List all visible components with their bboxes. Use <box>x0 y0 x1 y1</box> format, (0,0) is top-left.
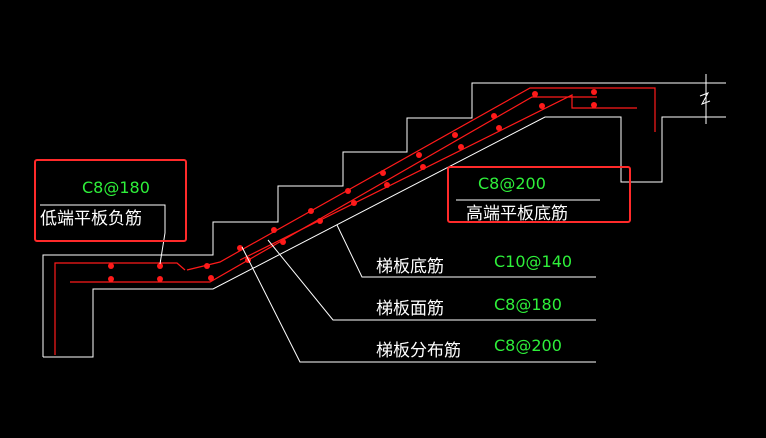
rebar-dot <box>237 245 243 251</box>
legend-name-bottom-rebar: 梯板底筋 <box>376 257 444 277</box>
stair-bottom-profile <box>43 116 700 358</box>
low-slab-highlight-box <box>34 159 187 242</box>
low-slab-name: 低端平板负筋 <box>40 209 142 229</box>
legend-spec-distribution-rebar: C8@200 <box>494 336 562 355</box>
stair-top-profile <box>42 82 700 357</box>
rebar-dot <box>280 239 286 245</box>
distribution-bars <box>108 89 597 282</box>
high-slab-highlight-box <box>447 166 631 223</box>
rebar-dot <box>591 89 597 95</box>
legend-spec-top-rebar: C8@180 <box>494 295 562 314</box>
high-slab-bottom-rebar <box>239 94 637 261</box>
rebar-dot <box>351 200 357 206</box>
legend-name-top-rebar: 梯板面筋 <box>376 299 444 319</box>
high-slab-name: 高端平板底筋 <box>466 204 568 224</box>
rebar-dot <box>458 144 464 150</box>
low-slab-spec: C8@180 <box>82 178 150 197</box>
slab-top-rebar <box>186 87 656 271</box>
leader-top-rebar <box>267 239 596 321</box>
low-slab-bottom-rebar <box>70 96 597 283</box>
legend-name-distribution-rebar: 梯板分布筋 <box>376 341 461 361</box>
rebar-dot <box>208 275 214 281</box>
rebar-dot <box>317 218 323 224</box>
stair-outline <box>42 74 726 358</box>
low-slab-top-rebar <box>54 262 186 355</box>
rebar-dot <box>591 102 597 108</box>
rebar-dot <box>108 263 114 269</box>
rebar-dot <box>532 91 538 97</box>
rebar-dot <box>380 170 386 176</box>
rebar-dot <box>108 276 114 282</box>
leader-low-slab <box>40 204 166 265</box>
leader-distribution-rebar <box>241 246 596 363</box>
rebar-dot <box>204 263 210 269</box>
rebar-dot <box>420 164 426 170</box>
rebar-dot <box>416 152 422 158</box>
high-slab-spec: C8@200 <box>478 174 546 193</box>
leader-bottom-rebar <box>336 224 596 278</box>
rebar-dot <box>157 276 163 282</box>
leader-lines <box>40 199 600 363</box>
rebar-dot <box>496 125 502 131</box>
rebar-dot <box>452 132 458 138</box>
rebar-dot <box>308 208 314 214</box>
legend-spec-bottom-rebar: C10@140 <box>494 252 572 271</box>
rebar-dot <box>384 182 390 188</box>
rebar-dot <box>491 113 497 119</box>
break-zigzag-icon <box>699 92 711 105</box>
rebar-dot <box>345 188 351 194</box>
rebar-dot <box>157 263 163 269</box>
rebar-dot <box>271 227 277 233</box>
rebar-dot <box>539 103 545 109</box>
